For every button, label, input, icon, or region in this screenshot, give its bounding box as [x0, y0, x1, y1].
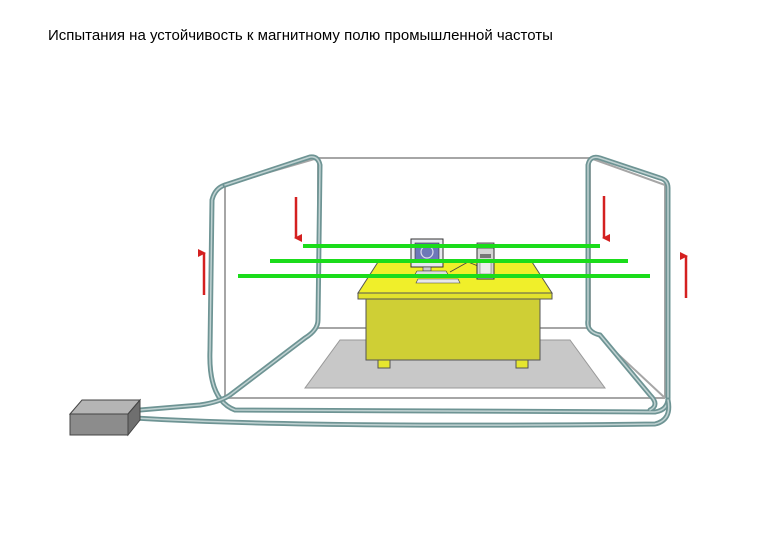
current-arrows [198, 196, 688, 298]
magnetic-field-lines [238, 244, 650, 278]
slide-title: Испытания на устойчивость к магнитному п… [48, 27, 553, 44]
field-generator-box [68, 398, 142, 437]
induction-coil [132, 154, 672, 428]
